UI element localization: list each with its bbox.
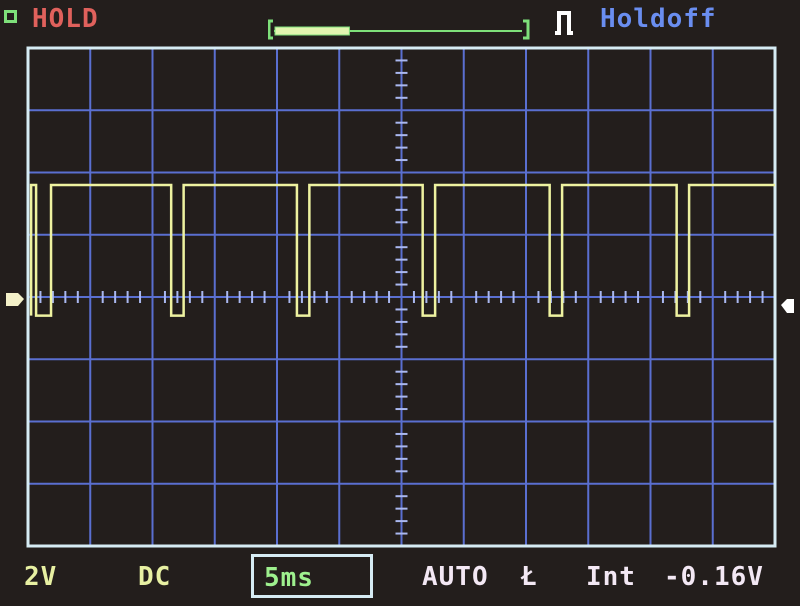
falling-edge-icon[interactable]: Ł (521, 562, 538, 592)
hold-indicator-icon (4, 10, 17, 23)
status-bar-top: HOLD Holdoff (0, 0, 800, 40)
time-per-div: 5ms (264, 563, 314, 593)
timebase-position-bar[interactable] (268, 18, 530, 40)
bracket-left (268, 19, 273, 40)
timebase-selector[interactable]: 5ms (251, 554, 373, 598)
timebase-window[interactable] (274, 26, 350, 36)
input-coupling[interactable]: DC (138, 562, 172, 592)
volts-per-div[interactable]: 2V (24, 562, 58, 592)
trigger-source[interactable]: Int (586, 562, 636, 592)
rising-pulse-icon (555, 11, 573, 35)
ground-level-marker-icon[interactable] (6, 293, 24, 306)
bracket-right (523, 19, 530, 40)
hold-status[interactable]: HOLD (32, 4, 99, 34)
waveform-trace (29, 183, 775, 317)
trigger-holdoff-label[interactable]: Holdoff (600, 4, 717, 34)
graticule-border (26, 46, 777, 548)
trigger-level-marker-icon[interactable] (781, 299, 794, 313)
graticule-grid (28, 48, 775, 546)
trigger-level[interactable]: -0.16V (664, 562, 764, 592)
trigger-mode[interactable]: AUTO (422, 562, 489, 592)
